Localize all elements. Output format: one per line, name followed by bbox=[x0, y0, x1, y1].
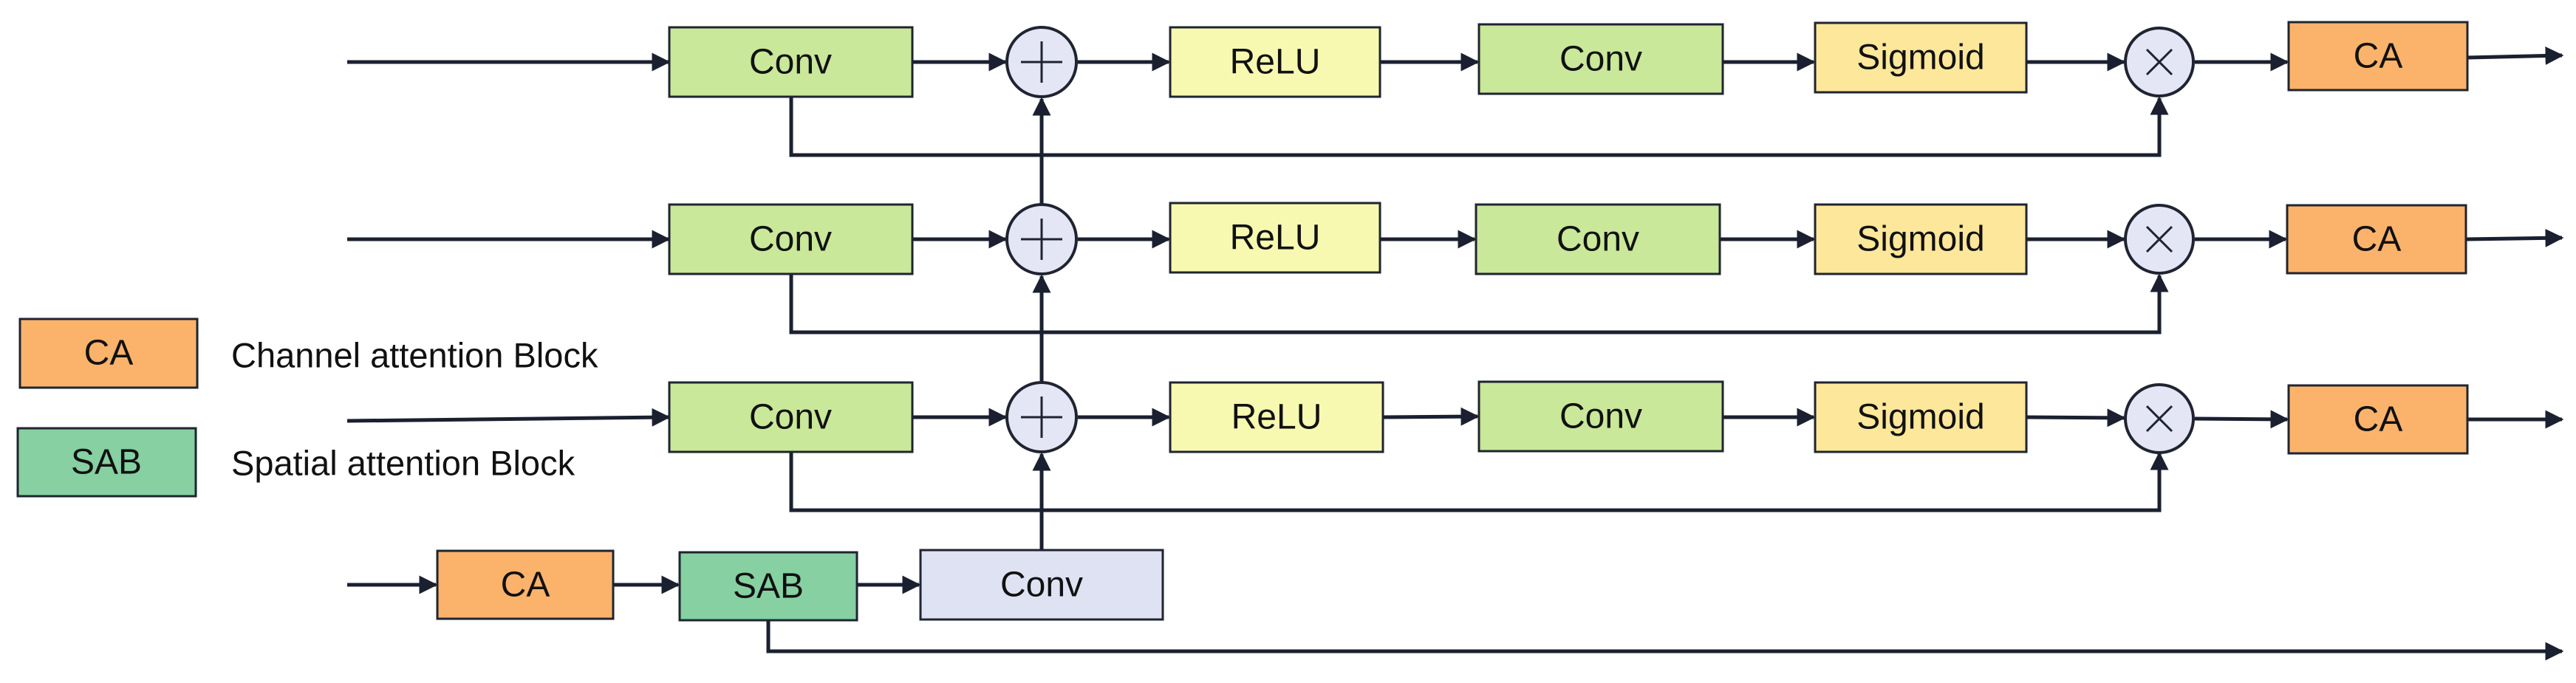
ca-block: CA bbox=[2287, 21, 2469, 92]
sab-block-rect bbox=[678, 551, 858, 622]
multiply-operator bbox=[2124, 27, 2195, 97]
legend-swatch-ca bbox=[18, 318, 199, 389]
conv-block-rect bbox=[668, 26, 914, 98]
branch-row-3: Conv ReLU Conv Sigmoid bbox=[668, 380, 2469, 455]
ca-block-label: CA bbox=[2354, 37, 2403, 76]
conv-bottom-block: Conv bbox=[919, 549, 1164, 621]
times-icon bbox=[2145, 48, 2173, 76]
legend-item-sab: SAB Spatial attention Block bbox=[16, 427, 575, 498]
legend-item-ca: CA Channel attention Block bbox=[18, 318, 598, 389]
sigmoid-block-rect bbox=[1814, 21, 2028, 94]
conv-block: Conv bbox=[1477, 23, 1724, 95]
legend: CA Channel attention Block SAB Spatial a… bbox=[16, 318, 598, 498]
legend-text: Spatial attention Block bbox=[231, 444, 575, 483]
ca-block: CA bbox=[2286, 204, 2467, 275]
conv-block-label: Conv bbox=[749, 220, 832, 259]
relu-block-label: ReLU bbox=[1230, 219, 1321, 258]
ca-block-rect bbox=[436, 549, 615, 620]
relu-block-label: ReLU bbox=[1231, 398, 1322, 437]
sigmoid-block: Sigmoid bbox=[1814, 21, 2028, 94]
conv-block-label: Conv bbox=[749, 43, 832, 82]
conv-block-rect bbox=[1477, 23, 1724, 95]
conv-block-rect bbox=[1477, 380, 1724, 453]
ca-block-rect bbox=[2287, 21, 2469, 92]
legend-swatch-sab bbox=[16, 427, 197, 498]
times-icon bbox=[2145, 405, 2173, 433]
conv-block-rect bbox=[1475, 203, 1721, 275]
bottom-row: CA SAB Conv bbox=[436, 549, 1164, 622]
conv-bottom-block-rect bbox=[919, 549, 1164, 621]
multiply-operator bbox=[2124, 204, 2195, 275]
relu-block-rect bbox=[1169, 202, 1381, 274]
conv-block: Conv bbox=[668, 203, 914, 275]
legend-swatch-label: CA bbox=[84, 334, 134, 373]
conv-block-label: Conv bbox=[1559, 40, 1642, 79]
plus-icon bbox=[1021, 397, 1062, 438]
legend-text: Channel attention Block bbox=[231, 336, 598, 375]
ca-block-label: CA bbox=[501, 566, 550, 605]
times-icon bbox=[2145, 225, 2173, 253]
connections bbox=[346, 47, 2564, 661]
plus-icon bbox=[1021, 219, 1062, 260]
relu-block-rect bbox=[1169, 381, 1384, 453]
sigmoid-block-label: Sigmoid bbox=[1856, 220, 1984, 259]
conv-bottom-block-label: Conv bbox=[1000, 566, 1083, 605]
relu-block-label: ReLU bbox=[1230, 43, 1321, 82]
sigmoid-block: Sigmoid bbox=[1814, 381, 2028, 453]
relu-block: ReLU bbox=[1169, 26, 1381, 98]
conv-block-label: Conv bbox=[1559, 397, 1642, 436]
conv-block: Conv bbox=[668, 26, 914, 98]
conv-block-label: Conv bbox=[1557, 220, 1639, 259]
sigmoid-block-label: Sigmoid bbox=[1856, 38, 1984, 78]
sab-block-label: SAB bbox=[733, 567, 804, 606]
conv-block-rect bbox=[668, 203, 914, 275]
ca-block: CA bbox=[436, 549, 615, 620]
sigmoid-block-rect bbox=[1814, 381, 2028, 453]
sigmoid-block-label: Sigmoid bbox=[1856, 398, 1984, 437]
ca-block-label: CA bbox=[2352, 220, 2402, 259]
relu-block-rect bbox=[1169, 26, 1381, 98]
add-operator bbox=[1005, 381, 1078, 453]
conv-block-rect bbox=[668, 381, 914, 453]
ca-block-rect bbox=[2287, 384, 2469, 455]
relu-block: ReLU bbox=[1169, 381, 1384, 453]
multiply-operator bbox=[2124, 383, 2195, 454]
ca-block: CA bbox=[2287, 384, 2469, 455]
legend-swatch-label: SAB bbox=[71, 443, 142, 482]
conv-block: Conv bbox=[1477, 380, 1724, 453]
sigmoid-block-rect bbox=[1814, 203, 2028, 275]
conv-block-label: Conv bbox=[749, 398, 832, 437]
conv-block: Conv bbox=[668, 381, 914, 453]
sab-block: SAB bbox=[678, 551, 858, 622]
add-operator bbox=[1005, 26, 1078, 98]
branch-row-1: Conv ReLU Conv Sigmoid bbox=[668, 21, 2469, 98]
branch-row-2: Conv ReLU Conv Sigmoid bbox=[668, 202, 2467, 275]
sigmoid-block: Sigmoid bbox=[1814, 203, 2028, 275]
relu-block: ReLU bbox=[1169, 202, 1381, 274]
add-operator bbox=[1005, 203, 1078, 275]
conv-block: Conv bbox=[1475, 203, 1721, 275]
plus-icon bbox=[1021, 41, 1062, 83]
ca-block-label: CA bbox=[2354, 400, 2403, 439]
ca-block-rect bbox=[2286, 204, 2467, 275]
